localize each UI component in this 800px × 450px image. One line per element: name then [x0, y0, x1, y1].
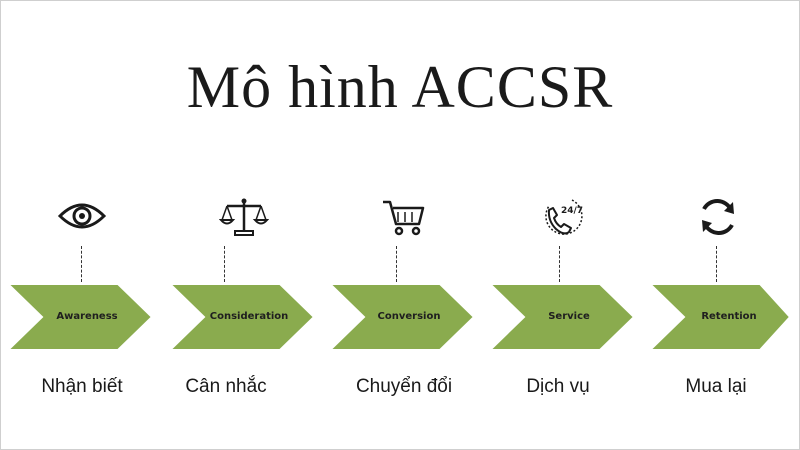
service-hours-text: 24/7 [561, 206, 583, 216]
stage-label: Retention [701, 311, 757, 322]
connector-line [224, 246, 225, 282]
stage-consideration: Consideration Cân nhắc [164, 0, 324, 450]
connector-line [81, 246, 82, 282]
connector-line [716, 246, 717, 282]
stage-conversion: Conversion Chuyển đổi [324, 0, 484, 450]
diagram-title: Mô hình ACCSR [186, 54, 614, 120]
eye-icon [2, 196, 162, 242]
chevron-shape [647, 283, 792, 351]
stage-retention: Retention Mua lại [644, 0, 800, 450]
stage-label: Service [548, 311, 590, 322]
stage-label: Consideration [209, 311, 289, 322]
chevron-shape [5, 283, 154, 351]
stage-vi-label: Nhận biết [41, 376, 123, 397]
shopping-cart-icon [324, 196, 484, 242]
chevron-shape [327, 283, 476, 351]
stage-vi-label: Chuyển đổi [355, 376, 453, 397]
chevron-shape [167, 283, 316, 351]
connector-line [559, 246, 560, 282]
chevron-shape [487, 283, 636, 351]
stage-label: Awareness [56, 311, 118, 322]
scales-icon [164, 196, 324, 242]
phone-24-7-icon: 24/7 [484, 196, 644, 242]
stage-service: 24/7 Service Dịch vụ [484, 0, 644, 450]
refresh-icon [638, 196, 798, 242]
connector-line [396, 246, 397, 282]
stage-vi-label: Dịch vụ [526, 376, 590, 397]
stage-awareness: Awareness Nhận biết [2, 0, 162, 450]
stage-label: Conversion [377, 311, 441, 322]
stage-vi-label: Mua lại [685, 376, 747, 397]
stage-vi-label: Cân nhắc [185, 376, 267, 397]
